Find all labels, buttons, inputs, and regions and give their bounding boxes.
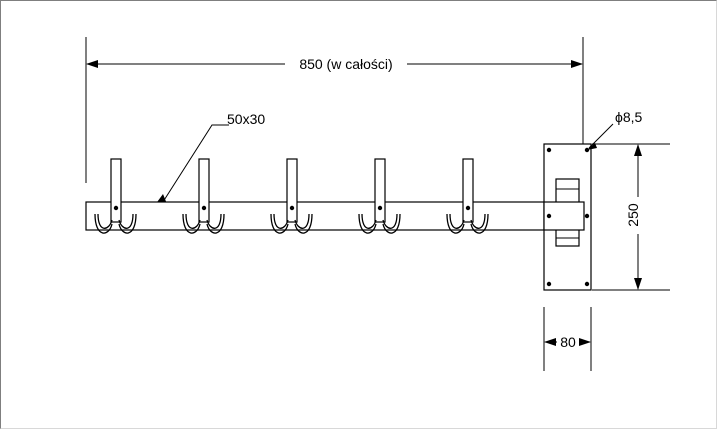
width-dimension: 80 [543, 307, 592, 371]
profile-label: 50x30 [227, 111, 265, 127]
mount-hole-1 [546, 147, 552, 153]
profile-leader-line [160, 124, 229, 206]
hook [182, 158, 225, 234]
mount-hole-3 [546, 213, 552, 219]
hook-curves [446, 213, 489, 234]
mount-hole-5 [546, 281, 552, 287]
hook-screw [289, 205, 295, 211]
overall-dimension: 850 (w całości) [85, 37, 584, 183]
hook [94, 158, 137, 234]
rack-bar [85, 201, 585, 231]
hook-stem [198, 158, 210, 223]
hook-stem [286, 158, 298, 223]
mount-hole-4 [584, 213, 590, 219]
hook-screw [201, 205, 207, 211]
overall-length-label: 850 (w całości) [299, 56, 392, 72]
hook-curves [270, 213, 313, 234]
hook-screw [377, 205, 383, 211]
hook-curves [94, 213, 137, 234]
hook-stem [374, 158, 386, 223]
hook-screw [465, 205, 471, 211]
width-label: 80 [560, 334, 576, 350]
hook-stem [462, 158, 474, 223]
hook [446, 158, 489, 234]
hook-screw [113, 205, 119, 211]
hook-stem [110, 158, 122, 223]
hook-curves [358, 213, 401, 234]
hook [270, 158, 313, 234]
hook [358, 158, 401, 234]
hooks-group [94, 158, 489, 234]
hole-leader-arrow [587, 143, 597, 150]
hook-curves [182, 213, 225, 234]
mount-hole-6 [584, 281, 590, 287]
wall-plate [543, 143, 592, 291]
height-dimension: 250 [592, 143, 670, 291]
height-label: 250 [625, 203, 641, 227]
hole-label: ϕ8,5 [615, 109, 643, 125]
